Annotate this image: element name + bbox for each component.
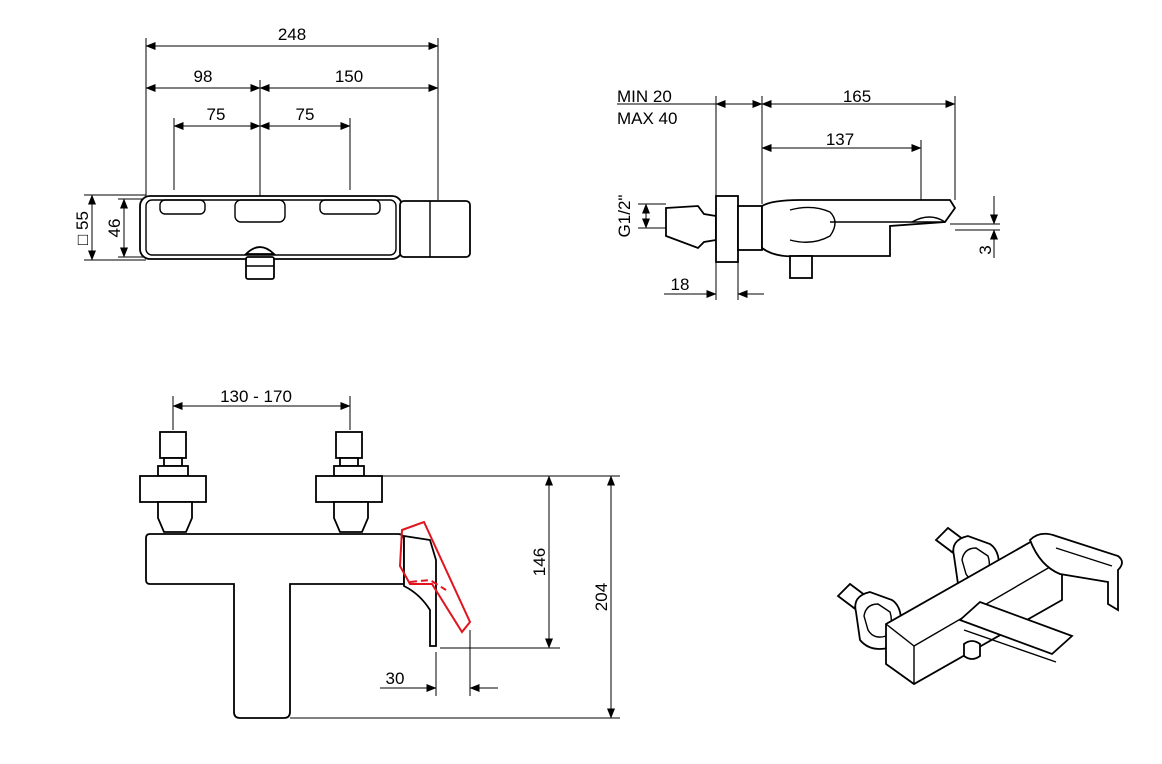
inlet-spacing-label: 130 - 170 — [220, 387, 292, 406]
min-label: MIN 20 — [617, 87, 672, 106]
thread-label: G1/2" — [615, 195, 634, 238]
left-spacing-label: 75 — [207, 105, 226, 124]
spout-height-label: 146 — [530, 548, 549, 576]
front-view-mixer-body — [139, 431, 472, 719]
right-segment-label: 150 — [335, 67, 363, 86]
top-view-dimension-lines — [88, 42, 439, 261]
overall-width-label: 248 — [278, 25, 306, 44]
spout-gap-label: 3 — [976, 245, 995, 254]
top-view-mixer-body — [139, 195, 471, 280]
max-label: MAX 40 — [617, 109, 677, 128]
right-spacing-label: 75 — [296, 105, 315, 124]
top-view: 248 98 150 75 75 □ 55 46 — [73, 25, 471, 280]
spout-offset-label: 30 — [386, 669, 405, 688]
nut-width-label: 18 — [671, 275, 690, 294]
front-view-extension-lines — [172, 396, 620, 719]
side-view: MIN 20 MAX 40 165 137 G1/2" 3 18 — [615, 87, 1000, 300]
side-view-dimension-lines — [642, 100, 998, 298]
side-view-mixer-body — [665, 195, 957, 279]
outer-length-label: 165 — [843, 87, 871, 106]
inner-length-label: 137 — [826, 130, 854, 149]
square-size-label: □ 55 — [73, 211, 92, 245]
front-view: 130 - 170 146 204 30 — [139, 387, 620, 719]
isometric-view — [836, 526, 1123, 686]
body-height-label: 46 — [105, 219, 124, 238]
front-view-dimension-lines — [172, 402, 615, 719]
left-segment-label: 98 — [194, 67, 213, 86]
overall-height-label: 204 — [592, 583, 611, 611]
